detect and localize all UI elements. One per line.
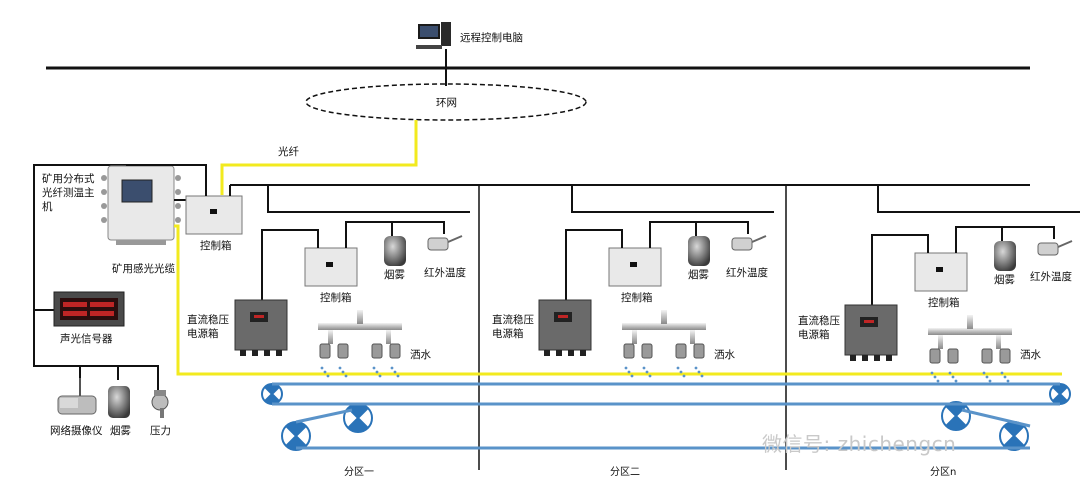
main-control-box-label: 控制箱 (200, 240, 232, 252)
pressure-label: 压力 (150, 425, 171, 437)
zone1-dc-power-box (234, 299, 288, 351)
zone2-infrared-sensor-icon (731, 237, 753, 251)
zone3-ir-temp-label: 红外温度 (1030, 271, 1072, 283)
zone1-sprinkler-pipe (318, 323, 402, 330)
zone2-ir-temp-label: 红外温度 (726, 267, 768, 279)
signal-display-device (53, 291, 125, 327)
zone3-dc-power-label: 直流稳压电源箱 (798, 315, 840, 341)
zone2-sprinkler-label: 洒水 (714, 349, 735, 361)
zone3-sprinkler-pipe (928, 328, 1012, 335)
zone1-infrared-sensor-icon (427, 237, 449, 251)
zone2-smoke-label: 烟雾 (688, 269, 709, 281)
zone1-smoke-label: 烟雾 (384, 269, 405, 281)
zone1-control-box-label: 控制箱 (320, 292, 352, 304)
pressure-sensor-icon (151, 390, 169, 418)
zonen-roller-a (941, 401, 971, 431)
left-signal-bus (33, 164, 159, 390)
main-control-box (185, 185, 243, 235)
zone2-dc-power-label: 直流稳压电源箱 (492, 314, 534, 340)
remote-pc-label: 远程控制电脑 (460, 32, 523, 44)
zone3-infrared-sensor-icon (1037, 242, 1059, 256)
zone1-label: 分区一 (344, 467, 374, 478)
signal-label: 声光信号器 (60, 333, 113, 345)
zone1-dc-power-label: 直流稳压电源箱 (187, 314, 229, 340)
mine-sensing-cable (174, 224, 1062, 376)
smoke-detector-icon (108, 386, 130, 418)
zonen-roller-b (999, 421, 1029, 451)
computer-icon (416, 22, 451, 68)
zone1-ir-temp-label: 红外温度 (424, 267, 466, 279)
zone2-smoke-detector-icon (688, 236, 710, 266)
zone1-roller-a (281, 421, 311, 451)
zone2-sprinkler-pipe (622, 323, 706, 330)
zone3-label: 分区n (930, 467, 957, 478)
zone3-smoke-label: 烟雾 (994, 274, 1015, 286)
zone1-equipment (234, 185, 470, 378)
zone3-dc-power-box (844, 304, 898, 356)
zone2-label: 分区二 (610, 467, 640, 478)
mine-cable-label: 矿用感光光缆 (112, 263, 175, 275)
fiber-link (220, 120, 418, 195)
ring-network-label: 环网 (436, 97, 457, 109)
zone3-equipment (844, 185, 1080, 383)
fiber-label: 光纤 (278, 146, 299, 158)
fiber-host-device (101, 165, 181, 245)
zone1-smoke-detector-icon (384, 236, 406, 266)
zone3-smoke-detector-icon (994, 241, 1016, 271)
zone1-roller-b (343, 403, 373, 433)
head-roller (1049, 383, 1071, 405)
host-label: 矿用分布式光纤测温主机 (42, 173, 95, 213)
ring-network-ellipse (305, 83, 587, 121)
zone2-control-box-label: 控制箱 (621, 292, 653, 304)
smoke-left-label: 烟雾 (110, 425, 131, 437)
zone1-sprinkler-label: 洒水 (410, 349, 431, 361)
camera-label: 网络摄像仪 (50, 425, 103, 437)
network-camera-icon (57, 378, 97, 415)
zone2-equipment (538, 185, 774, 378)
zone3-control-box-label: 控制箱 (928, 297, 960, 309)
zone3-sprinkler-label: 洒水 (1020, 349, 1041, 361)
zone2-dc-power-box (538, 299, 592, 351)
watermark: 微信号: zhichengcn (762, 432, 957, 456)
left-tail-roller (261, 383, 283, 405)
conveyor-belt-1 (272, 382, 1060, 450)
